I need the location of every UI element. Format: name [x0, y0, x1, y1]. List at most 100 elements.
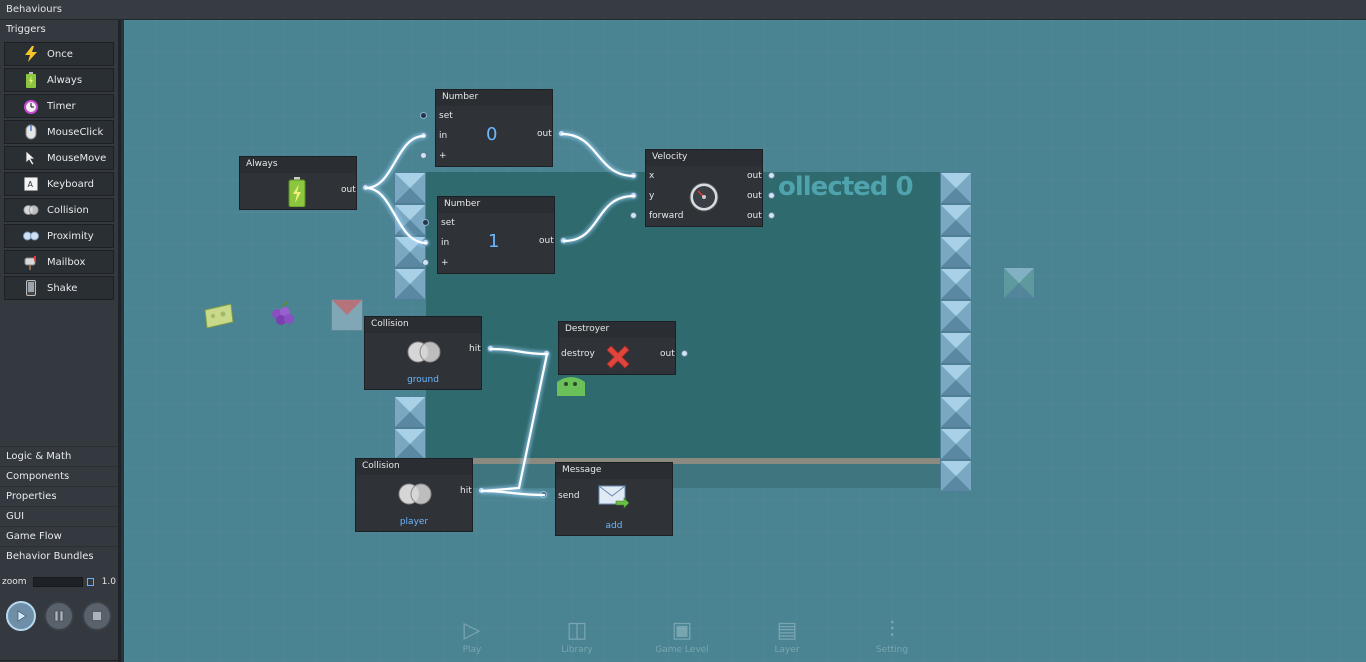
sliders-icon: ⫶	[889, 618, 895, 643]
port-label-hit: hit	[460, 486, 472, 496]
wall-tile	[940, 300, 972, 332]
node-title: Destroyer	[559, 322, 675, 338]
port-number0-out[interactable]	[558, 130, 565, 137]
port-label-set: set	[439, 111, 453, 121]
port-number0-in[interactable]	[420, 132, 427, 139]
port-label-out: out	[539, 236, 554, 246]
behaviours-sidebar: Triggers Once Always Timer MouseClick Mo…	[0, 20, 121, 662]
bottom-tab-library[interactable]: ◫ Library	[547, 618, 607, 655]
port-number0-plus[interactable]	[420, 152, 427, 159]
number-value[interactable]: 0	[486, 124, 498, 145]
zoom-slider[interactable]	[32, 577, 83, 587]
cheese-sprite[interactable]	[203, 300, 235, 330]
node-title: Always	[240, 157, 356, 173]
wall-tile	[940, 428, 972, 460]
stop-icon	[92, 611, 102, 621]
port-velocity-y[interactable]	[630, 192, 637, 199]
port-label-out: out	[341, 185, 356, 195]
pause-button[interactable]	[44, 601, 74, 631]
category-properties[interactable]: Properties	[0, 486, 118, 506]
node-number-0[interactable]: Number set in + 0 out	[435, 89, 553, 167]
trigger-label: Shake	[47, 282, 78, 294]
trigger-mailbox[interactable]: Mailbox	[4, 250, 114, 274]
category-logic-math[interactable]: Logic & Math	[0, 446, 118, 466]
port-collision-ground-hit[interactable]	[487, 345, 494, 352]
category-gui[interactable]: GUI	[0, 506, 118, 526]
port-message-send[interactable]	[540, 491, 547, 498]
zoom-slider-handle[interactable]	[86, 578, 94, 586]
port-velocity-forward[interactable]	[630, 212, 637, 219]
port-destroyer-destroy[interactable]	[543, 350, 550, 357]
play-button[interactable]	[6, 601, 36, 631]
behaviours-title: Behaviours	[6, 4, 62, 15]
port-label-hit: hit	[469, 344, 481, 354]
wall-tile	[394, 204, 426, 236]
layers-icon: ▤	[776, 618, 798, 643]
trigger-label: Collision	[47, 204, 89, 216]
bottom-tab-label: Library	[561, 645, 593, 655]
trigger-once[interactable]: Once	[4, 42, 114, 66]
trigger-collision[interactable]: Collision	[4, 198, 114, 222]
zoom-control: zoom 1.0	[0, 572, 118, 592]
wall-tile	[940, 236, 972, 268]
ok-button[interactable]: OK	[0, 660, 118, 662]
svg-text:A: A	[28, 180, 34, 189]
bottom-tab-play[interactable]: ▷ Play	[442, 618, 502, 655]
mailbox-icon	[23, 254, 39, 270]
trigger-proximity[interactable]: Proximity	[4, 224, 114, 248]
trigger-label: Once	[47, 48, 73, 60]
floating-tile[interactable]	[1003, 267, 1035, 299]
trigger-always[interactable]: Always	[4, 68, 114, 92]
port-destroyer-out[interactable]	[681, 350, 688, 357]
category-game-flow[interactable]: Game Flow	[0, 526, 118, 546]
node-title: Collision	[356, 459, 472, 475]
port-label-plus: +	[441, 258, 449, 268]
spike-tile[interactable]	[331, 299, 363, 331]
trigger-mouseclick[interactable]: MouseClick	[4, 120, 114, 144]
bottom-tab-layer[interactable]: ▤ Layer	[757, 618, 817, 655]
port-collision-player-hit[interactable]	[478, 487, 485, 494]
slime-sprite[interactable]	[555, 374, 587, 396]
node-always[interactable]: Always out	[239, 156, 357, 210]
node-title: Number	[438, 197, 554, 213]
port-velocity-out-y[interactable]	[768, 192, 775, 199]
wall-tile	[394, 396, 426, 428]
category-list: Logic & Math Components Properties GUI G…	[0, 446, 118, 566]
trigger-mousemove[interactable]: MouseMove	[4, 146, 114, 170]
port-label-out: out	[747, 191, 762, 201]
collision-target-link[interactable]: player	[399, 517, 429, 527]
port-label-y: y	[649, 191, 655, 201]
message-target-link[interactable]: add	[605, 521, 623, 531]
port-number1-plus[interactable]	[422, 259, 429, 266]
triggers-section-title[interactable]: Triggers	[6, 24, 46, 35]
port-always-out[interactable]	[362, 184, 369, 191]
node-collision-player[interactable]: Collision hit player	[355, 458, 473, 532]
port-number0-set[interactable]	[420, 112, 427, 119]
zoom-label: zoom	[2, 577, 27, 587]
port-velocity-out-x[interactable]	[768, 172, 775, 179]
trigger-shake[interactable]: Shake	[4, 276, 114, 300]
port-velocity-x[interactable]	[630, 172, 637, 179]
scene-canvas[interactable]: ollected 0 Always out Number set in	[124, 20, 1366, 662]
collision-target-link[interactable]: ground	[407, 375, 439, 385]
trigger-timer[interactable]: Timer	[4, 94, 114, 118]
category-components[interactable]: Components	[0, 466, 118, 486]
trigger-label: MouseMove	[47, 152, 107, 164]
node-number-1[interactable]: Number set in + 1 out	[437, 196, 555, 274]
port-number1-in[interactable]	[422, 239, 429, 246]
number-value[interactable]: 1	[488, 231, 500, 252]
trigger-label: Always	[47, 74, 83, 86]
node-destroyer[interactable]: Destroyer destroy out	[558, 321, 676, 375]
port-number1-set[interactable]	[422, 219, 429, 226]
port-number1-out[interactable]	[560, 237, 567, 244]
bottom-tab-setting[interactable]: ⫶ Setting	[862, 618, 922, 655]
node-message[interactable]: Message send add	[555, 462, 673, 536]
port-velocity-out-forward[interactable]	[768, 212, 775, 219]
node-collision-ground[interactable]: Collision hit ground	[364, 316, 482, 390]
stop-button[interactable]	[82, 601, 112, 631]
category-behavior-bundles[interactable]: Behavior Bundles	[0, 546, 118, 566]
node-velocity[interactable]: Velocity x y forward out out out	[645, 149, 763, 227]
grapes-sprite[interactable]	[267, 300, 299, 330]
bottom-tab-game-level[interactable]: ▣ Game Level	[652, 618, 712, 655]
trigger-keyboard[interactable]: A Keyboard	[4, 172, 114, 196]
